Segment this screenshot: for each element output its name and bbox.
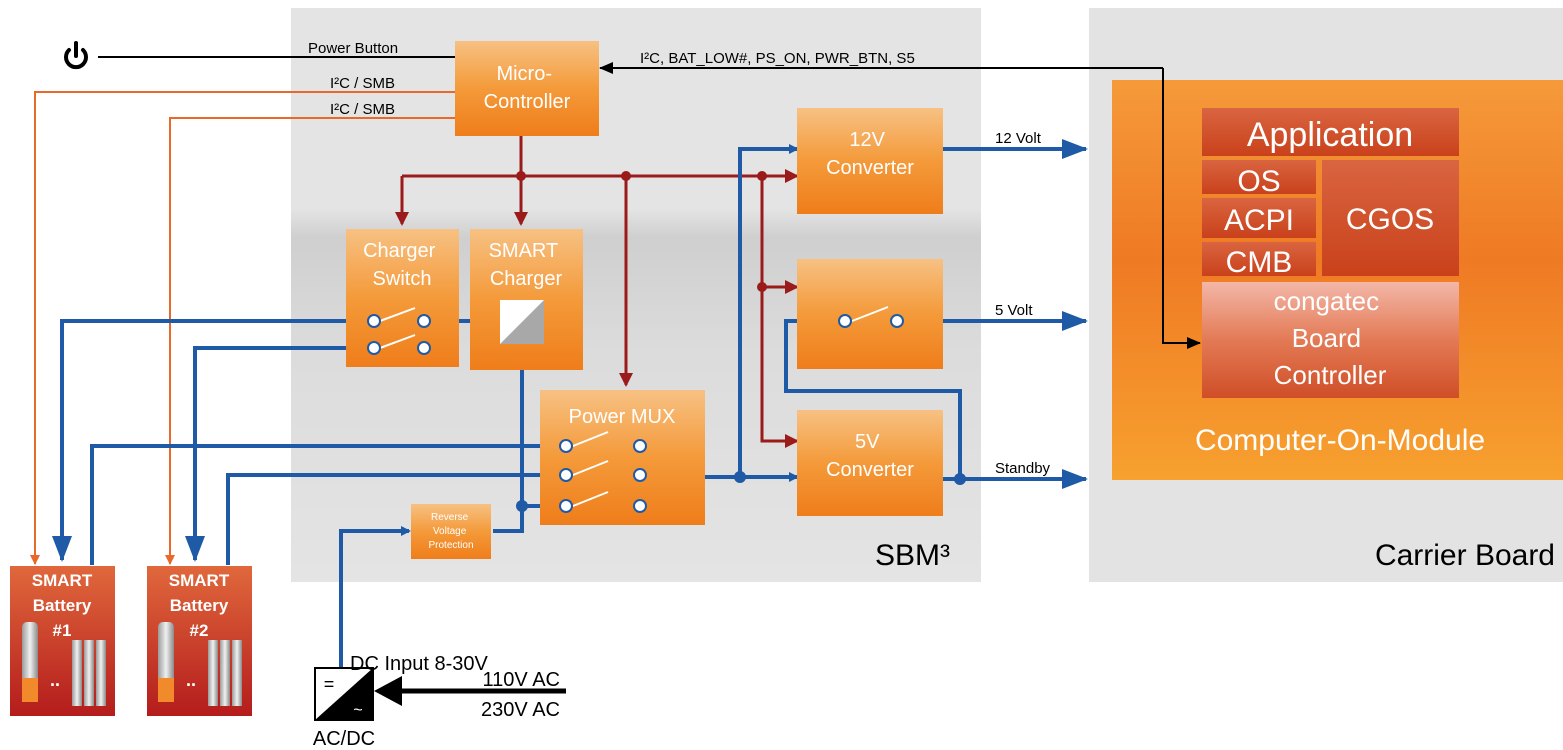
- charger-converter-icon: [500, 300, 544, 344]
- power-lines: [52, 139, 1088, 694]
- smart-charger-label: SMART Charger: [489, 240, 564, 290]
- svg-text:#2: #2: [190, 621, 209, 640]
- svg-text:..: ..: [186, 670, 196, 690]
- acpi-label: ACPI: [1224, 204, 1294, 237]
- os-label: OS: [1237, 165, 1280, 198]
- i2c-label-1: I²C / SMB: [330, 75, 395, 92]
- acpi-block: [1202, 198, 1316, 238]
- acdc-label: AC/DC: [313, 728, 375, 750]
- i2c-line-1: [30, 91, 455, 565]
- reverse-voltage-label: Reverse Voltage Protection: [428, 512, 473, 551]
- converter-12v-label: 12V Converter: [826, 129, 914, 179]
- power-button-signal-label: Power Button: [308, 40, 398, 57]
- battery-2: SMART Battery #2 ..: [147, 566, 252, 716]
- carrier-label: Carrier Board: [1375, 539, 1555, 572]
- power-icon: [64, 41, 88, 70]
- svg-text:Battery: Battery: [33, 596, 92, 615]
- board-controller-label: congatec Board Controller: [1274, 286, 1387, 390]
- com-label: Computer-On-Module: [1195, 424, 1485, 457]
- application-block: [1202, 108, 1459, 156]
- bus-line-down: [1162, 68, 1201, 349]
- ac-110-label: 110V AC: [483, 669, 560, 691]
- svg-text:~: ~: [353, 702, 362, 719]
- cgos-block: [1322, 160, 1459, 276]
- svg-text:Battery: Battery: [170, 596, 229, 615]
- microcontroller-label: Micro- Controller: [484, 63, 571, 113]
- ac-input-arrowhead: [374, 676, 402, 706]
- svg-text:=: =: [324, 674, 335, 694]
- svg-text:SMART: SMART: [32, 571, 93, 590]
- svg-text:#1: #1: [53, 621, 72, 640]
- output-5v-label: 5 Volt: [995, 302, 1033, 319]
- converter-12v-block: [797, 108, 943, 214]
- cmb-block: [1202, 242, 1316, 276]
- svg-text:SMART: SMART: [169, 571, 230, 590]
- converter-5v-block: [797, 410, 943, 516]
- reverse-voltage-block: [411, 504, 491, 559]
- output-standby-label: Standby: [995, 460, 1051, 477]
- control-junctions: [516, 171, 767, 292]
- power-mux-label: Power MUX: [569, 406, 676, 428]
- switch-symbols: [367, 306, 904, 513]
- i2c-label-2: I²C / SMB: [330, 101, 395, 118]
- ac-230-label: 230V AC: [481, 699, 560, 721]
- sbm-label: SBM³: [875, 539, 950, 572]
- os-block: [1202, 160, 1316, 194]
- converter-5v-label: 5V Converter: [826, 431, 914, 481]
- application-label: Application: [1247, 116, 1413, 154]
- board-controller-block: [1202, 282, 1459, 398]
- microcontroller-block: [455, 41, 599, 136]
- charger-switch-label: Charger Switch: [363, 240, 441, 290]
- acdc-converter-icon: = ~: [314, 667, 374, 721]
- output-12v-label: 12 Volt: [995, 130, 1042, 147]
- cgos-label: CGOS: [1346, 203, 1434, 236]
- smart-charger-block: [470, 229, 583, 370]
- dc-input-label: DC Input 8-30V: [350, 653, 489, 675]
- svg-text:..: ..: [50, 670, 60, 690]
- cmb-label: CMB: [1226, 246, 1293, 279]
- bus-signal-label: I²C, BAT_LOW#, PS_ON, PWR_BTN, S5: [640, 50, 915, 67]
- i2c-line-2: [165, 117, 455, 565]
- battery-1: SMART Battery #1 ..: [10, 566, 115, 716]
- charger-switch-block: [346, 229, 459, 367]
